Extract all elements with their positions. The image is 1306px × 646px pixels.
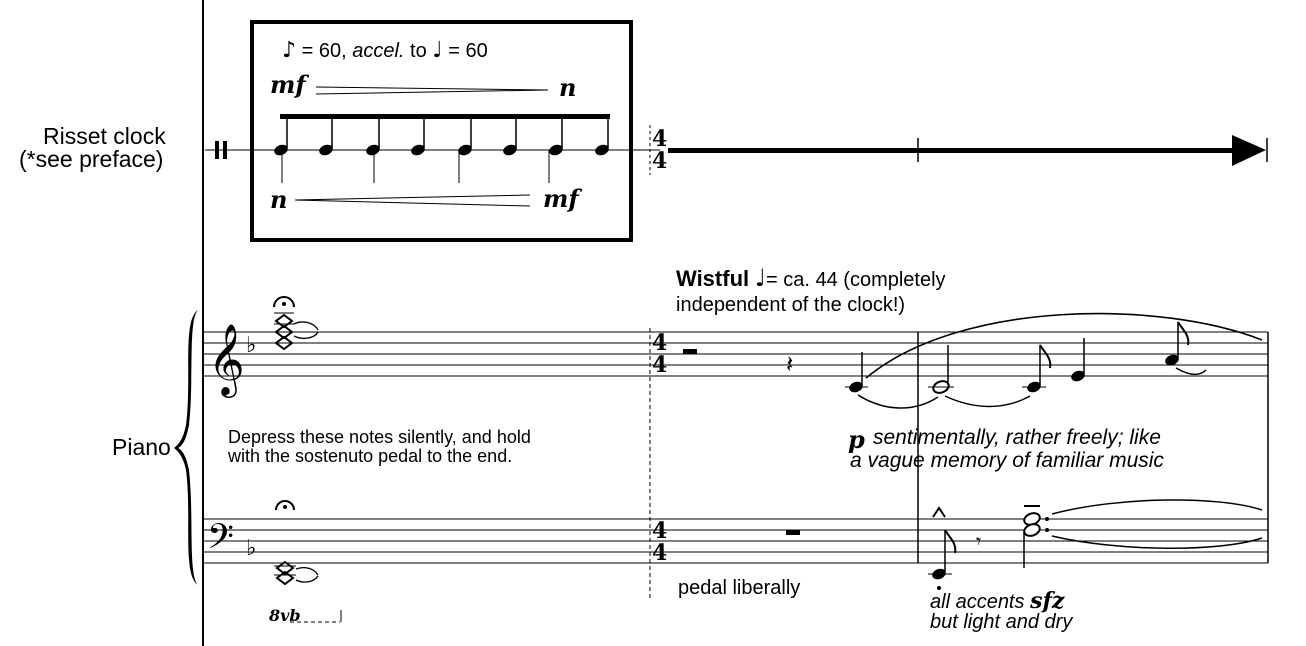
note-head xyxy=(319,144,333,156)
repeat-sign-bar xyxy=(223,141,227,159)
instruction-depress-line1: Depress these notes silently, and hold xyxy=(228,427,531,447)
staccato-dot xyxy=(937,586,941,590)
note-flag xyxy=(1177,321,1190,346)
note-head xyxy=(274,144,288,156)
piano-brace xyxy=(174,310,198,585)
augmentation-dot xyxy=(1045,517,1049,521)
bass-clef-icon: 𝄢 xyxy=(207,516,234,565)
quarter-note-icon: ♩ xyxy=(432,38,443,63)
note-head xyxy=(411,144,425,156)
instrument-label-piano: Piano xyxy=(112,434,171,460)
tie xyxy=(1051,535,1263,550)
bass-silent-chord xyxy=(274,500,319,586)
tempo-marking: Wistful ♩= ca. 44 (completely xyxy=(676,266,946,291)
dynamic-p: p xyxy=(848,425,865,454)
tie xyxy=(857,394,939,409)
instrument-label-clock-note: (*see preface) xyxy=(19,146,164,172)
quarter-note-icon: ♩ xyxy=(754,264,767,292)
phrase-slur xyxy=(865,312,1263,379)
tempo-end: = 60 xyxy=(448,40,488,62)
augmentation-dot xyxy=(1045,528,1049,532)
note-beam xyxy=(280,114,610,119)
accents-line2: but light and dry xyxy=(930,611,1073,633)
flat-icon: ♭ xyxy=(246,333,256,358)
tie xyxy=(944,395,1031,408)
note-head xyxy=(1071,370,1085,382)
note-head xyxy=(595,144,609,156)
treble-silent-chord xyxy=(273,296,319,351)
fermata-icon xyxy=(273,296,295,308)
dynamic-mf-top: mf xyxy=(270,70,306,99)
diamond-note-icon xyxy=(274,335,294,351)
clock-box xyxy=(250,20,633,242)
crescendo-hairpin xyxy=(294,194,531,201)
note-head xyxy=(366,144,380,156)
note-head xyxy=(1165,354,1179,366)
diminuendo-hairpin xyxy=(315,89,549,95)
octave-bassa-label: 8vb xyxy=(269,606,301,625)
dynamic-mf-bottom: mf xyxy=(543,184,579,213)
instruction-depress-line2: with the sostenuto pedal to the end. xyxy=(228,446,513,466)
tempo-title: Wistful xyxy=(676,266,750,291)
crescendo-hairpin xyxy=(294,199,531,207)
half-rest xyxy=(683,349,697,354)
clock-notes xyxy=(274,117,609,183)
eighth-note-icon: ♪ xyxy=(282,38,297,63)
tempo-equals: = 60, xyxy=(301,40,347,62)
time-sig-denominator: 4 xyxy=(652,540,667,566)
time-sig-numerator: 4 xyxy=(652,330,667,356)
eighth-rest-icon: 𝄾 xyxy=(976,529,981,553)
clock-thick-line xyxy=(668,148,1240,153)
time-sig-denominator: 4 xyxy=(652,148,667,174)
tie xyxy=(1051,499,1263,515)
arrow-head xyxy=(1232,135,1266,166)
sfz-dynamic: sfz xyxy=(1030,588,1065,614)
tempo-text-line2: independent of the clock!) xyxy=(676,294,906,316)
bass-staff xyxy=(203,518,1268,564)
to-text: to xyxy=(410,40,427,62)
pedal-instruction: pedal liberally xyxy=(678,577,801,599)
time-sig-denominator: 4 xyxy=(652,352,667,378)
note-flag xyxy=(1039,344,1052,369)
diamond-note-icon xyxy=(275,560,295,576)
flat-icon: ♭ xyxy=(246,536,256,561)
accents-text: all accents xyxy=(930,591,1025,613)
note-head xyxy=(549,144,563,156)
note-head xyxy=(458,144,472,156)
fermata-icon xyxy=(275,500,295,511)
whole-rest xyxy=(786,530,800,535)
accent-mark xyxy=(932,506,946,518)
dynamic-n-top: n xyxy=(559,73,577,102)
note-head xyxy=(503,144,517,156)
treble-staff xyxy=(203,331,1268,377)
expression-line2: a vague memory of familiar music xyxy=(850,449,1164,472)
accents-line1: all accents sfz xyxy=(930,588,1065,614)
note-flag xyxy=(944,529,957,554)
diamond-note-icon xyxy=(275,570,295,586)
expression-line1: sentimentally, rather freely; like xyxy=(873,426,1161,449)
treble-clef-icon: 𝄞 xyxy=(208,322,245,398)
accel-text: accel. xyxy=(352,40,405,62)
instrument-label-clock: Risset clock xyxy=(43,123,166,149)
repeat-sign-bar xyxy=(215,141,219,159)
tempo-text-line1: = ca. 44 (completely xyxy=(766,269,946,291)
time-sig-numerator: 4 xyxy=(652,518,667,544)
diminuendo-hairpin xyxy=(315,86,549,91)
clock-tempo-text: ♪ = 60, accel. to ♩ = 60 xyxy=(282,40,488,62)
dynamic-n-bottom: n xyxy=(270,185,288,214)
quarter-rest-icon: 𝄽 xyxy=(786,350,793,378)
tie xyxy=(1175,367,1207,375)
time-sig-numerator: 4 xyxy=(652,126,667,152)
